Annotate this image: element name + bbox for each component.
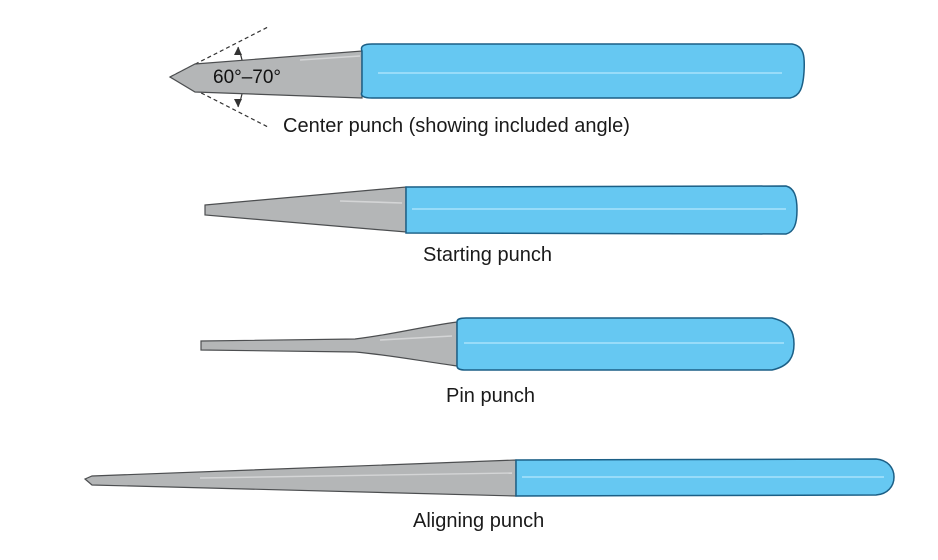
angle-guide-lower	[169, 76, 269, 128]
starting-punch-handle	[405, 185, 798, 235]
pin-punch-tip	[200, 321, 458, 367]
angle-guide-upper	[169, 26, 269, 78]
aligning-punch-label: Aligning punch	[413, 510, 544, 532]
center-punch-handle	[360, 43, 806, 99]
center-punch-tip-highlight	[299, 55, 361, 61]
aligning-punch-tip	[83, 459, 517, 497]
starting-punch-tip	[204, 186, 407, 233]
starting-punch-label: Starting punch	[423, 244, 552, 266]
starting-punch: Starting punch	[204, 185, 798, 266]
angle-arrow-bottom	[234, 99, 242, 107]
aligning-punch-tip-highlight	[199, 472, 513, 479]
center-punch-label: Center punch (showing included angle)	[283, 115, 630, 137]
pin-punch-tip-highlight	[379, 335, 453, 341]
angle-label: 60°–70°	[213, 67, 281, 88]
pin-punch-handle	[456, 317, 795, 371]
aligning-punch: Aligning punch	[83, 458, 895, 532]
pin-punch: Pin punch	[200, 317, 795, 407]
angle-arrow-top	[234, 47, 242, 55]
starting-punch-tip-highlight	[339, 200, 403, 204]
center-punch: 60°–70° Center punch (showing included a…	[168, 26, 806, 137]
pin-punch-label: Pin punch	[446, 385, 535, 407]
